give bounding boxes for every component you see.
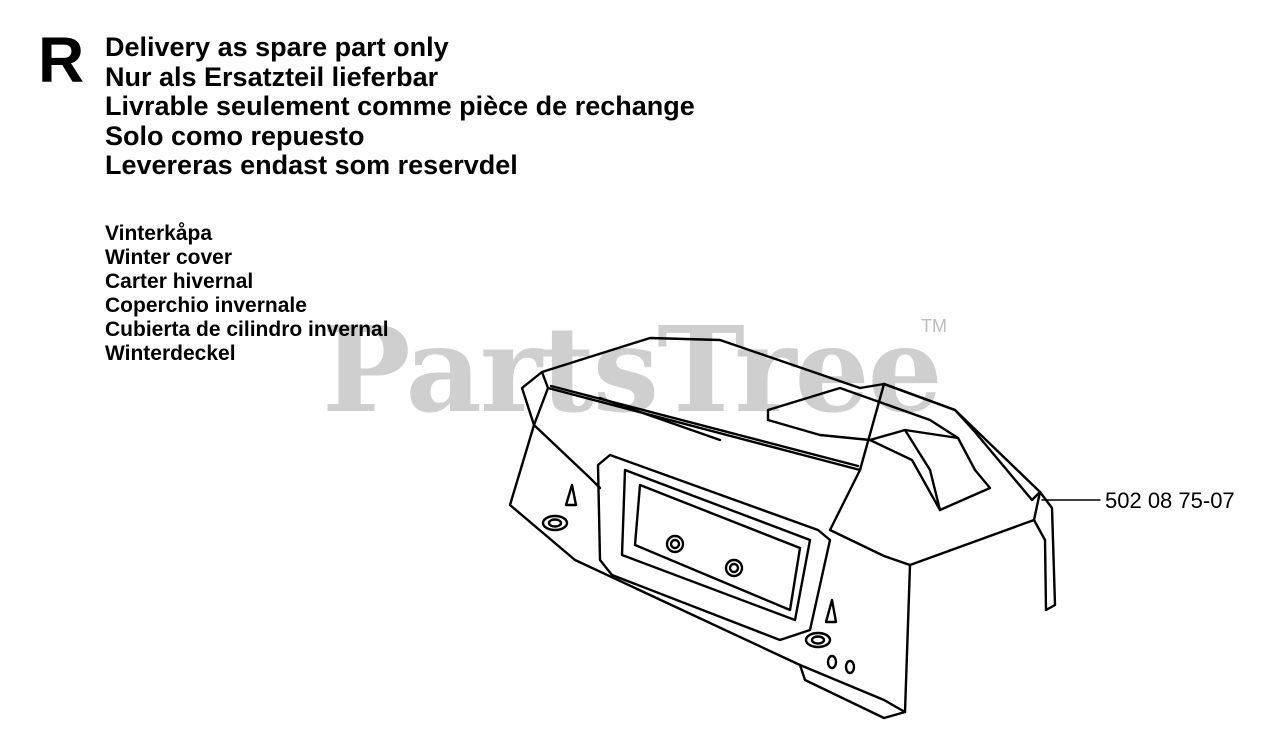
cover-window-inner: [620, 468, 812, 622]
part-name-es: Cubierta de cilindro invernal: [105, 318, 389, 341]
vent-hole-2: [844, 659, 856, 675]
cover-front-fold: [532, 386, 550, 427]
cover-hump-crest: [903, 428, 942, 512]
delivery-note-sv: Levereras endast som reservdel: [105, 150, 518, 180]
cover-outline: [508, 336, 1057, 720]
cover-bottom-lip: [798, 663, 907, 714]
part-name-de: Winterdeckel: [105, 342, 236, 365]
part-number-label: 502 08 75-07: [1105, 488, 1235, 513]
delivery-note-es: Solo como repuesto: [105, 120, 365, 151]
delivery-note-en: Delivery as spare part only: [105, 32, 449, 62]
cover-right-skirt-bottom: [1032, 490, 1042, 522]
part-name-fr: Carter hivernal: [105, 270, 254, 293]
part-name-en: Winter cover: [105, 246, 233, 269]
plate-hole-1: [665, 534, 685, 554]
cover-right-skirt: [828, 468, 912, 567]
mounting-boss-left: [541, 514, 569, 532]
cover-top-line: [598, 396, 722, 442]
delivery-note-fr: Livrable seulement comme pièce de rechan…: [105, 91, 695, 121]
mounting-boss-right: [804, 631, 832, 649]
cover-window-outer: [596, 453, 832, 642]
spare-part-marker: R: [38, 24, 85, 96]
cover-slot-left: [564, 483, 578, 507]
cover-slot-right: [824, 598, 838, 624]
cover-hump: [766, 386, 992, 512]
cover-right-side: [882, 382, 1042, 502]
part-names: Vinterkåpa Winter cover Carter hivernal …: [105, 222, 389, 366]
delivery-note-de: Nur als Ersatzteil lieferbar: [105, 61, 439, 92]
part-name-it: Coperchio invernale: [105, 294, 307, 317]
cover-window-plate: [633, 483, 802, 612]
vent-hole-1: [826, 654, 838, 670]
cover-top-inner-line: [549, 384, 860, 468]
cover-front-panel-edge: [532, 423, 602, 490]
cover-hump-edge: [868, 428, 960, 442]
delivery-notes: Delivery as spare part only Nur als Ersa…: [105, 32, 695, 181]
plate-hole-2: [724, 558, 744, 578]
trademark-symbol: TM: [921, 316, 947, 336]
cover-top-edge: [540, 370, 886, 472]
part-name-sv: Vinterkåpa: [105, 222, 212, 245]
partstree-watermark: PartsTree: [322, 300, 943, 439]
